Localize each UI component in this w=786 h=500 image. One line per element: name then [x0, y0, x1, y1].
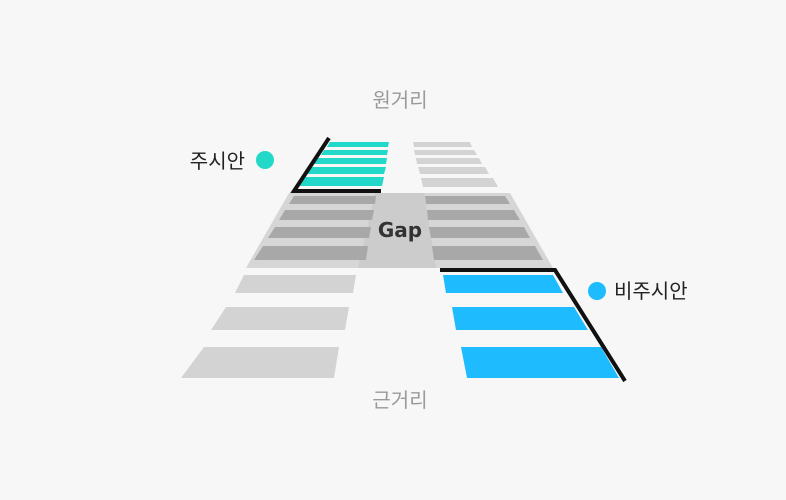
gap-bar	[289, 196, 376, 204]
near-left-bars	[181, 275, 356, 378]
gaze-eye-dot	[256, 151, 274, 169]
gap-bar	[429, 227, 530, 238]
gray-bar	[211, 307, 349, 330]
gap-bar	[268, 227, 371, 238]
gaze-bar	[314, 158, 387, 164]
nongaze-bar	[443, 275, 563, 293]
gaze-bar	[298, 177, 384, 186]
gap-bar	[279, 210, 374, 220]
gaze-eye-bars	[298, 142, 389, 186]
gap-bar	[427, 210, 520, 220]
gaze-eye-label: 주시안	[190, 149, 245, 173]
gap-bar	[254, 246, 368, 260]
gray-bar	[414, 150, 477, 155]
gray-bar	[418, 167, 489, 174]
gaze-bar	[307, 167, 386, 174]
gray-bar	[235, 275, 356, 293]
near-distance-label: 근거리	[372, 388, 427, 412]
gray-bar	[416, 158, 482, 164]
gap-label: Gap	[378, 218, 422, 242]
far-distance-label: 원거리	[372, 88, 427, 112]
far-right-bars	[413, 142, 498, 187]
gaze-zone-outline	[290, 136, 381, 193]
nongaze-bar	[452, 307, 588, 330]
nongaze-bar	[461, 347, 619, 378]
gray-bar	[181, 347, 339, 378]
gap-center-area	[358, 193, 436, 268]
gap-left-bars	[254, 196, 376, 260]
gray-bar	[421, 178, 498, 187]
nongaze-zone-outline	[440, 268, 627, 383]
nongaze-eye-dot	[588, 282, 606, 300]
gaze-bar	[321, 150, 388, 155]
gap-bar	[425, 196, 510, 204]
nongaze-eye-bars	[443, 275, 619, 378]
gap-right-bars	[425, 196, 543, 260]
gap-bar	[432, 246, 543, 260]
gray-bar	[413, 142, 472, 147]
gaze-bar	[327, 142, 389, 147]
nongaze-eye-label: 비주시안	[614, 279, 688, 303]
